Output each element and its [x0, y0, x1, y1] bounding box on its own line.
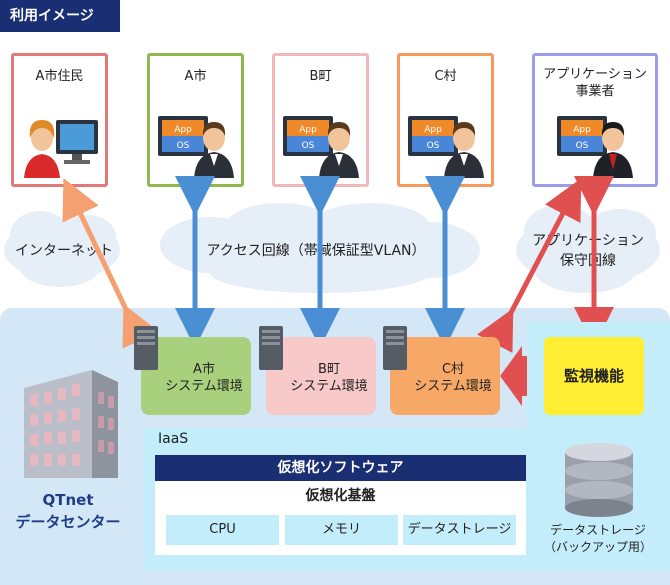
- app-label: App: [424, 125, 442, 135]
- resident-pc-icon: [24, 120, 98, 178]
- user-label: アプリケーション 事業者: [543, 67, 647, 99]
- user-label: C村: [434, 69, 457, 84]
- datacenter-building-icon: [24, 370, 118, 478]
- vendor-to-system-arrow: [477, 178, 582, 353]
- system-env-c-village: C村 システム環境: [383, 326, 500, 415]
- monitoring-function: 監視機能: [544, 337, 644, 415]
- vendor-pc-icon: App OS: [557, 116, 633, 178]
- user-card-resident: A市住民: [11, 53, 108, 187]
- user-card-b-town: B町 App OS: [272, 53, 369, 187]
- app-label: App: [299, 125, 317, 135]
- system-label: システム環境: [290, 379, 368, 394]
- resource-cpu: CPU: [166, 515, 279, 545]
- user-card-a-city: A市 App OS: [147, 53, 244, 187]
- server-icon: [259, 326, 283, 370]
- os-label: OS: [427, 141, 440, 151]
- backup-storage-icon: [565, 443, 633, 517]
- os-label: OS: [576, 141, 589, 151]
- app-label: App: [573, 125, 591, 135]
- system-name: C村: [441, 362, 465, 377]
- admin-pc-icon: App OS: [158, 116, 234, 178]
- user-label: A市: [184, 69, 207, 84]
- admin-pc-icon: App OS: [283, 116, 359, 178]
- resource-storage: データストレージ: [403, 515, 516, 545]
- storage-purpose: （バックアップ用）: [543, 540, 652, 554]
- system-label: システム環境: [414, 379, 492, 394]
- section-tag: 利用イメージ: [0, 0, 120, 32]
- admin-pc-icon: App OS: [408, 116, 484, 178]
- user-label: A市住民: [35, 69, 84, 84]
- os-label: OS: [302, 141, 315, 151]
- datacenter-label: QTnet データセンター: [8, 489, 128, 533]
- backup-storage-label: データストレージ （バックアップ用）: [537, 522, 659, 556]
- system-name: B町: [318, 362, 340, 377]
- app-label: App: [174, 125, 192, 135]
- system-env-a-city: A市 システム環境: [134, 326, 251, 415]
- iaas-label: IaaS: [158, 431, 189, 447]
- user-label: B町: [309, 69, 332, 84]
- virtualization-software: 仮想化ソフトウェア: [155, 455, 526, 481]
- os-label: OS: [177, 141, 190, 151]
- virtualization-base-title: 仮想化基盤: [305, 488, 376, 504]
- storage-name: データストレージ: [550, 523, 646, 537]
- system-name: A市: [193, 362, 215, 377]
- server-icon: [383, 326, 407, 370]
- datacenter-type: データセンター: [15, 513, 121, 531]
- internet-arrow: [62, 177, 159, 349]
- system-env-b-town: B町 システム環境: [259, 326, 376, 415]
- resource-memory: メモリ: [285, 515, 398, 545]
- datacenter-name: QTnet: [42, 491, 94, 509]
- system-label: システム環境: [165, 379, 243, 394]
- server-icon: [134, 326, 158, 370]
